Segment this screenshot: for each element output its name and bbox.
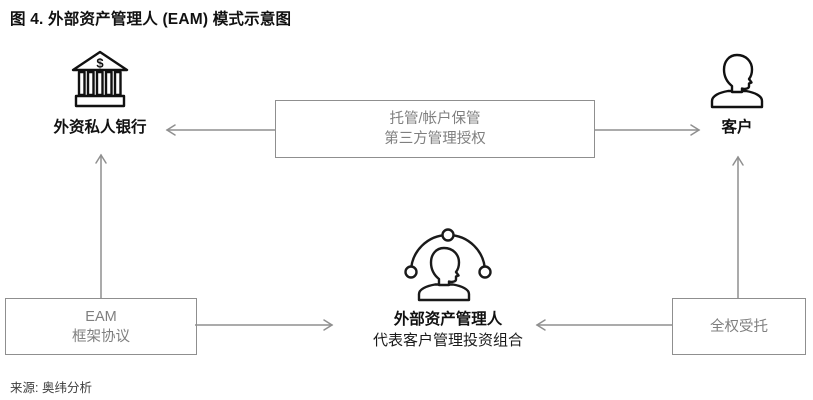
arrow-mandate-to-eam bbox=[535, 319, 672, 331]
bank-label: 外资私人银行 bbox=[53, 119, 147, 136]
mandate-line1: 全权受托 bbox=[710, 318, 768, 335]
arrow-custody-to-client bbox=[594, 124, 701, 136]
eam-label: 外部资产管理人 bbox=[393, 311, 503, 328]
person-network-icon bbox=[398, 228, 498, 302]
person-icon bbox=[709, 52, 765, 110]
mandate-box: 全权受托 bbox=[672, 298, 806, 355]
arrow-agreement-to-eam bbox=[195, 319, 334, 331]
arrow-custody-to-bank bbox=[165, 124, 276, 136]
eam-agreement-box: EAM 框架协议 bbox=[5, 298, 197, 355]
client-label: 客户 bbox=[721, 119, 753, 136]
eam-sublabel: 代表客户管理投资组合 bbox=[372, 332, 523, 349]
eam-agreement-line2: 框架协议 bbox=[72, 328, 130, 345]
figure-title: 图 4. 外部资产管理人 (EAM) 模式示意图 bbox=[10, 11, 292, 28]
custody-box-line2: 第三方管理授权 bbox=[384, 131, 486, 147]
source-note: 来源: 奥纬分析 bbox=[10, 381, 92, 395]
arrow-mandate-to-client bbox=[732, 155, 744, 298]
custody-box-line1: 托管/帐户保管 bbox=[389, 111, 481, 127]
custody-box: 托管/帐户保管 第三方管理授权 bbox=[275, 100, 595, 158]
eam-agreement-line1: EAM bbox=[85, 308, 117, 325]
svg-text:$: $ bbox=[96, 56, 104, 71]
arrow-agreement-to-bank bbox=[95, 153, 107, 298]
bank-icon: $ bbox=[71, 50, 129, 110]
